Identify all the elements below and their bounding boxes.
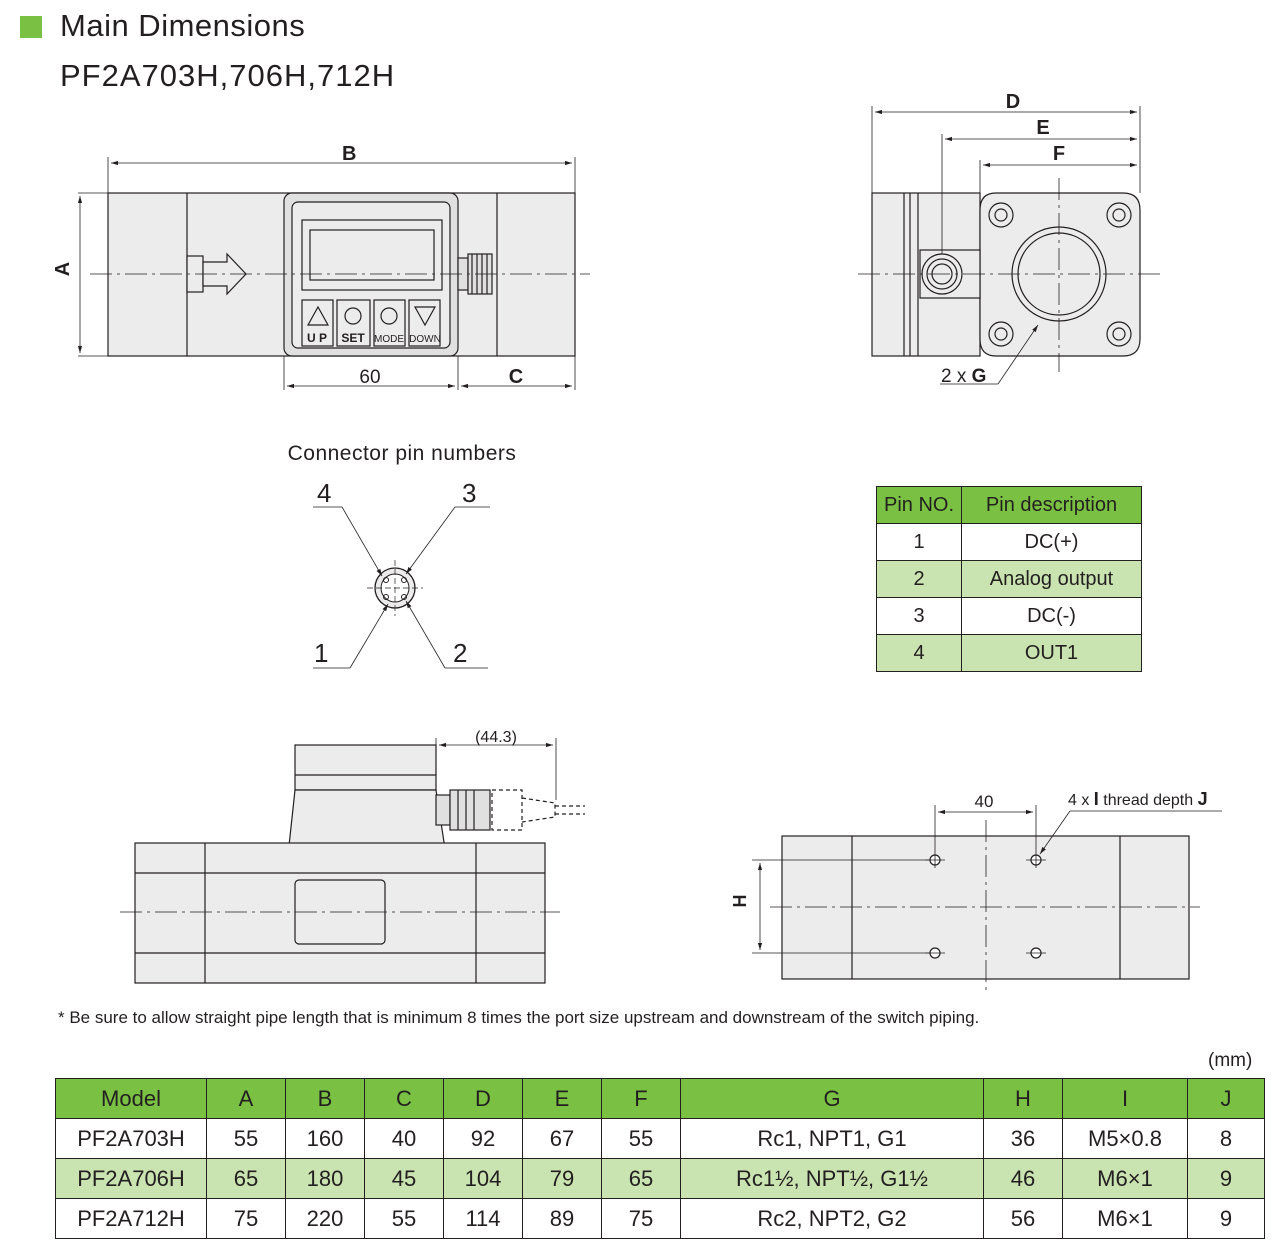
col-header: Model	[55, 1078, 207, 1119]
model-cell: PF2A712H	[55, 1198, 207, 1239]
table-cell: 46	[983, 1158, 1063, 1199]
dim-label-d: D	[1006, 91, 1020, 113]
connector-pin-diagram	[313, 506, 490, 669]
table-cell: 67	[522, 1118, 602, 1159]
col-header: E	[522, 1078, 602, 1119]
dim-label-c: C	[509, 366, 523, 388]
table-cell: 180	[285, 1158, 365, 1199]
table-cell: 9	[1187, 1198, 1265, 1239]
col-header: C	[364, 1078, 444, 1119]
dimension-table: Model A B C D E F G H I J PF2A703H 55 16…	[55, 1078, 1265, 1239]
table-cell: 75	[601, 1198, 681, 1239]
table-cell: 220	[285, 1198, 365, 1239]
table-cell: 65	[601, 1158, 681, 1199]
table-cell: 8	[1187, 1118, 1265, 1159]
dim-label-60: 60	[359, 367, 380, 388]
pin-description-header: Pin description	[961, 486, 1142, 524]
model-series-title: PF2A703H,706H,712H	[60, 58, 396, 93]
side-view-drawing	[858, 106, 1160, 385]
dimension-drawings: B A 60 C U P SET MODE DOWN	[52, 91, 1222, 992]
table-cell: 36	[983, 1118, 1063, 1159]
connector-title: Connector pin numbers	[288, 442, 517, 465]
table-row: PF2A706H 65 180 45 104 79 65 Rc1½, NPT½,…	[55, 1158, 1265, 1199]
pin-4-label: 4	[317, 478, 331, 508]
table-row: PF2A703H 55 160 40 92 67 55 Rc1, NPT1, G…	[55, 1118, 1265, 1159]
table-cell: 75	[206, 1198, 286, 1239]
pin-1-label: 1	[314, 638, 328, 668]
pin-number: 3	[876, 597, 962, 635]
pin-description: Analog output	[961, 560, 1142, 598]
table-cell: 9	[1187, 1158, 1265, 1199]
dim-label-e: E	[1036, 117, 1049, 139]
pin-2-label: 2	[453, 638, 467, 668]
table-cell: Rc1½, NPT½, G1½	[680, 1158, 984, 1199]
table-cell: 104	[443, 1158, 523, 1199]
pin-number: 2	[876, 560, 962, 598]
pin-no-header: Pin NO.	[876, 486, 962, 524]
pin-3-label: 3	[462, 478, 476, 508]
dim-label-h: H	[730, 895, 750, 908]
pin-description: OUT1	[961, 634, 1142, 672]
table-cell: 65	[206, 1158, 286, 1199]
up-button-label: U P	[307, 331, 327, 345]
col-header: I	[1062, 1078, 1188, 1119]
model-cell: PF2A706H	[55, 1158, 207, 1199]
bottom-view-drawing	[752, 805, 1222, 992]
table-cell: M6×1	[1062, 1198, 1188, 1239]
col-header: F	[601, 1078, 681, 1119]
col-header: D	[443, 1078, 523, 1119]
pin-description: DC(-)	[961, 597, 1142, 635]
top-view-drawing	[77, 157, 590, 390]
holes-callout: 2 x G	[941, 366, 986, 387]
unit-label: (mm)	[1208, 1050, 1253, 1071]
table-cell: 55	[206, 1118, 286, 1159]
model-cell: PF2A703H	[55, 1118, 207, 1159]
col-header: B	[285, 1078, 365, 1119]
table-cell: 160	[285, 1118, 365, 1159]
thread-callout: 4 x I thread depth J	[1068, 789, 1208, 809]
table-cell: M5×0.8	[1062, 1118, 1188, 1159]
table-cell: 79	[522, 1158, 602, 1199]
table-cell: M6×1	[1062, 1158, 1188, 1199]
dim-label-f: F	[1053, 143, 1065, 165]
table-cell: 55	[601, 1118, 681, 1159]
table-cell: 40	[364, 1118, 444, 1159]
front-view-drawing	[120, 738, 585, 984]
col-header: G	[680, 1078, 984, 1119]
dim-label-44-3: (44.3)	[475, 729, 517, 746]
col-header: J	[1187, 1078, 1265, 1119]
set-button-label: SET	[341, 331, 365, 345]
pin-number: 4	[876, 634, 962, 672]
table-cell: Rc2, NPT2, G2	[680, 1198, 984, 1239]
table-cell: 114	[443, 1198, 523, 1239]
col-header: A	[206, 1078, 286, 1119]
table-cell: 55	[364, 1198, 444, 1239]
down-button-label: DOWN	[409, 334, 441, 345]
col-header: H	[983, 1078, 1063, 1119]
pin-description: DC(+)	[961, 523, 1142, 561]
section-title: Main Dimensions	[60, 8, 306, 43]
dim-label-40: 40	[975, 792, 994, 811]
table-cell: Rc1, NPT1, G1	[680, 1118, 984, 1159]
mode-button-label: MODE	[374, 334, 404, 345]
heading-bullet	[20, 16, 42, 38]
table-row: PF2A712H 75 220 55 114 89 75 Rc2, NPT2, …	[55, 1198, 1265, 1239]
pin-number: 1	[876, 523, 962, 561]
table-cell: 92	[443, 1118, 523, 1159]
table-cell: 89	[522, 1198, 602, 1239]
table-cell: 56	[983, 1198, 1063, 1239]
table-cell: 45	[364, 1158, 444, 1199]
dim-label-a: A	[52, 262, 74, 276]
dim-label-b: B	[342, 143, 356, 165]
piping-note: * Be sure to allow straight pipe length …	[58, 1008, 980, 1027]
